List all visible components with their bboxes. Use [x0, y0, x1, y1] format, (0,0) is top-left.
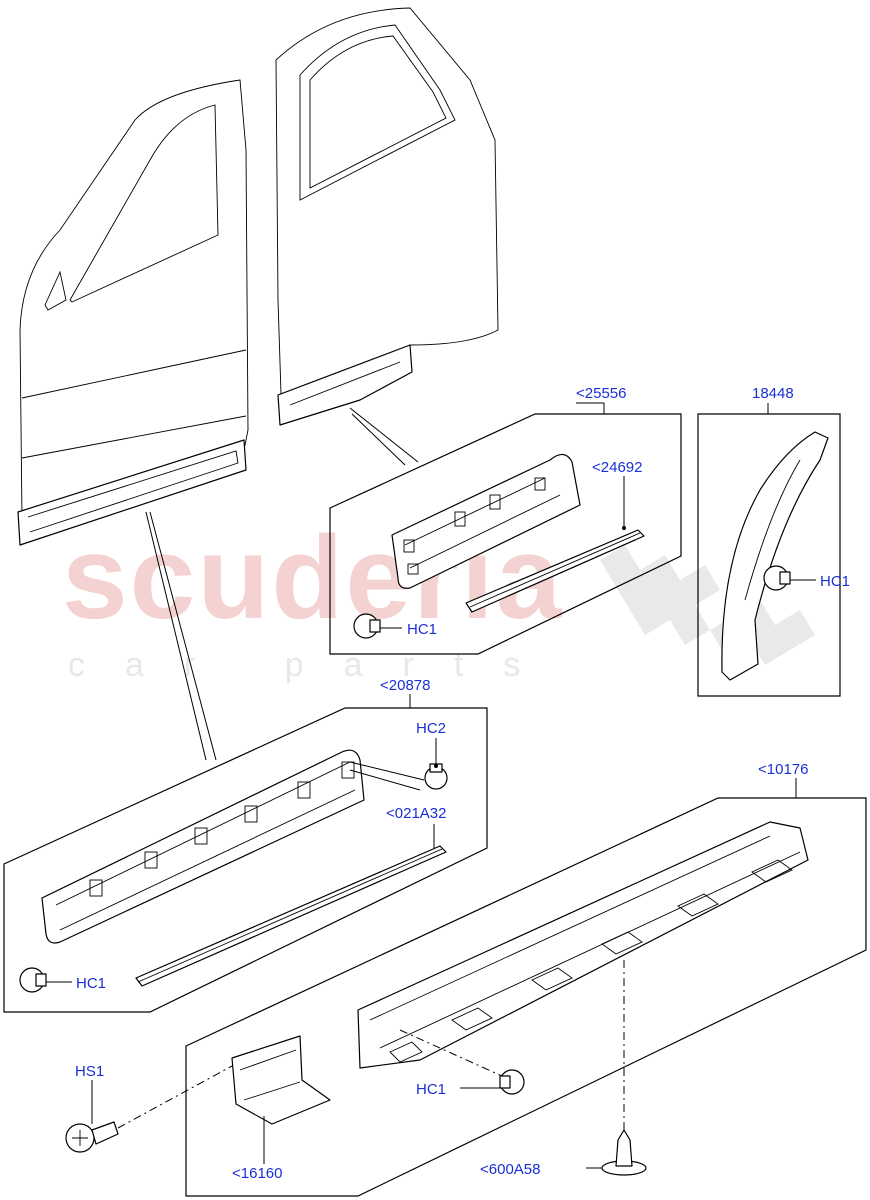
callout-hc1-left[interactable]: HC1 — [76, 975, 106, 992]
callout-18448[interactable]: 18448 — [752, 385, 794, 402]
callout-hc2[interactable]: HC2 — [416, 720, 446, 737]
leader-front-door — [145, 511, 217, 761]
callout-20878[interactable]: <20878 — [380, 677, 430, 694]
group-front-door-moulding — [3, 707, 488, 1013]
callout-10176[interactable]: <10176 — [758, 761, 808, 778]
rear-door-moulding-25556[interactable] — [391, 453, 581, 589]
leader-rear-door — [349, 407, 419, 466]
clip-hc1-upper[interactable] — [353, 613, 381, 639]
box-wheel-arch — [697, 413, 841, 697]
clip-hc1-left[interactable] — [19, 967, 47, 993]
callout-labels: <25556 <24692 18448 HC1 HC1 <20878 HC2 <… — [75, 385, 850, 1182]
front-door-outline — [17, 79, 249, 521]
sill-trim-10176[interactable] — [357, 821, 809, 1069]
rear-door-outline — [275, 7, 499, 426]
clip-hc1-right[interactable] — [763, 565, 791, 591]
callout-600a58[interactable]: <600A58 — [480, 1161, 540, 1178]
front-door-moulding-20878[interactable] — [41, 749, 365, 944]
watermark-checker-flag — [600, 545, 815, 665]
callout-021a32[interactable]: <021A32 — [386, 805, 446, 822]
callout-hc1-right[interactable]: HC1 — [820, 573, 850, 590]
callout-hc1-upper[interactable]: HC1 — [407, 621, 437, 638]
wheel-arch-trim-18448[interactable] — [721, 431, 829, 681]
rear-door-window — [299, 24, 456, 201]
sill-end-bracket-16160[interactable] — [231, 1035, 331, 1125]
watermark-tagline: car parts — [68, 646, 560, 684]
group-sill-trim — [185, 797, 867, 1197]
callout-hc1-sill[interactable]: HC1 — [416, 1081, 446, 1098]
clip-hc1-sill[interactable] — [499, 1069, 525, 1095]
front-door-mirror-mount — [44, 270, 67, 311]
group-wheel-arch — [697, 413, 841, 697]
callout-16160[interactable]: <16160 — [232, 1165, 282, 1182]
box-rear-door-moulding — [329, 413, 682, 655]
front-door-lower-line — [21, 415, 247, 459]
callout-hs1[interactable]: HS1 — [75, 1063, 104, 1080]
vehicle-doors-outline — [17, 7, 499, 546]
box-front-door-moulding — [3, 707, 488, 1013]
screw-hs1[interactable] — [65, 1121, 119, 1153]
callout-24692[interactable]: <24692 — [592, 459, 642, 476]
rear-door-window-inner — [309, 35, 447, 189]
callout-25556[interactable]: <25556 — [576, 385, 626, 402]
front-door-crease — [21, 349, 247, 399]
box-sill-trim — [185, 797, 867, 1197]
front-door-window — [69, 104, 219, 303]
group-rear-door-moulding — [329, 413, 682, 655]
rear-door-lower-moulding — [277, 344, 413, 426]
fastener-600a58[interactable] — [601, 1129, 647, 1176]
